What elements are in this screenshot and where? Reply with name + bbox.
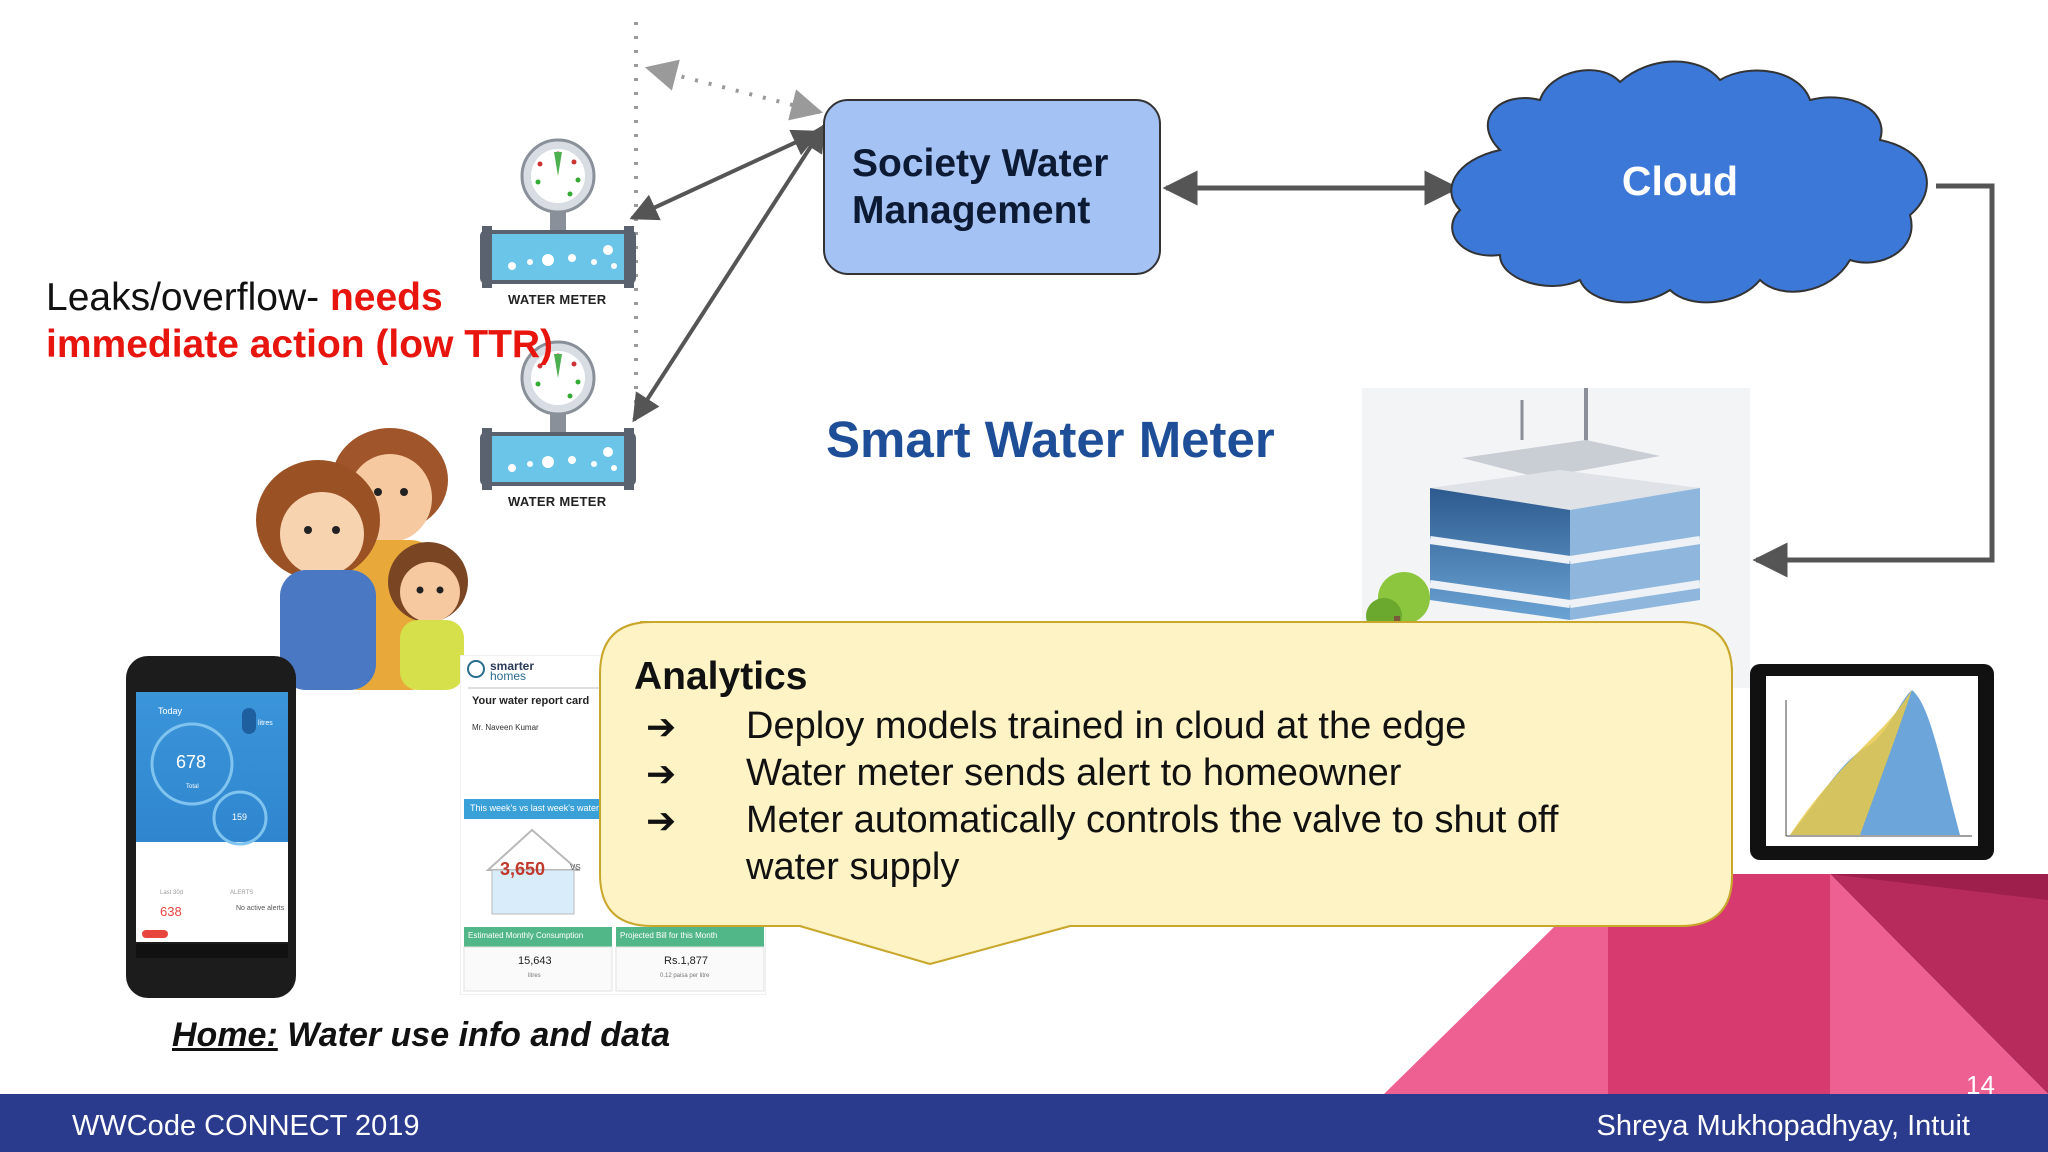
society-box: [823, 99, 1161, 275]
home-caption-text: Water use info and data: [277, 1016, 671, 1054]
slide-title: Smart Water Meter: [826, 411, 1275, 468]
footer-right: Shreya Mukhopadhyay, Intuit: [1596, 1110, 1970, 1142]
cloud-shape: [1450, 60, 1928, 304]
arrow-icon: ➔: [646, 753, 677, 794]
phone-last-value: 638: [160, 904, 182, 919]
report-brand-2: homes: [490, 669, 527, 683]
report-heading: Your water report card: [472, 695, 590, 707]
leak-prefix: Leaks/overflow-: [46, 276, 330, 319]
home-caption: Home: Water use info and data: [172, 1016, 670, 1055]
phone-big-unit: Total: [186, 784, 199, 790]
report-monthly-unit: litres: [528, 973, 541, 979]
phone-last-label: Last 30d: [160, 890, 184, 896]
report-brand-1: smarter: [490, 659, 535, 673]
dotted-arrow: [644, 59, 824, 121]
report-bill-unit: 0.12 paisa per litre: [660, 973, 710, 979]
report-monthly-label: Estimated Monthly Consumption: [468, 931, 584, 940]
footer-left: WWCode CONNECT 2019: [72, 1110, 420, 1142]
callout-item-text: Water meter sends alert to homeowner: [746, 752, 1402, 794]
arrow-icon: ➔: [646, 800, 677, 841]
water-meter-1-icon: [480, 138, 636, 288]
callout-text: Analytics ➔ Deploy models trained in clo…: [634, 655, 1714, 891]
report-compare-title: This week's vs last week's water: [470, 803, 599, 813]
water-meter-2-icon: [480, 340, 636, 490]
meter-label-1: WATER METER: [508, 292, 607, 307]
meter-label-2: WATER METER: [508, 494, 607, 509]
arrow-icon: ➔: [646, 706, 677, 747]
leak-highlight: needs immediate action (low TTR): [46, 276, 554, 366]
society-label: Society Water Management: [852, 140, 1152, 234]
phone-alerts-text: No active alerts: [236, 905, 285, 912]
report-week-value: 3,650: [500, 859, 546, 879]
society-label-line1: Society Water: [852, 142, 1109, 185]
report-bill-label: Projected Bill for this Month: [620, 931, 718, 940]
phone-alerts-label: ALERTS: [230, 890, 254, 896]
callout-item-text: Deploy models trained in cloud at the ed…: [746, 705, 1467, 747]
family-illustration: [236, 424, 498, 694]
callout-title: Analytics: [634, 655, 808, 698]
phone-small-value: 159: [232, 812, 248, 822]
report-vs: VS: [570, 863, 581, 872]
phone-big-value: 678: [176, 752, 207, 772]
meter2-arrow: [632, 123, 826, 423]
society-label-line2: Management: [852, 189, 1091, 232]
phone-illustration: [126, 656, 296, 998]
callout-item-text: Meter automatically controls the valve t…: [746, 799, 1559, 888]
callout-item: ➔ Deploy models trained in cloud at the …: [634, 703, 1714, 750]
callout-item: ➔ Water meter sends alert to homeowner: [634, 750, 1714, 797]
footer-bar: [0, 1094, 2048, 1152]
leak-note: Leaks/overflow- needs immediate action (…: [46, 274, 606, 368]
phone-toggle-label: litres: [258, 720, 273, 727]
decor-triangles: [1384, 874, 2048, 1094]
callout-item: ➔ Meter automatically controls the valve…: [634, 797, 1714, 891]
report-monthly-value: 15,643: [518, 955, 552, 967]
home-caption-label: Home:: [172, 1016, 278, 1054]
cloud-building-arrow: [1752, 183, 1995, 578]
report-bill-value: Rs.1,877: [664, 955, 709, 967]
tablet-illustration: [1750, 664, 1994, 860]
report-name: Mr. Naveen Kumar: [472, 723, 539, 732]
cloud-label: Cloud: [1621, 158, 1739, 204]
phone-tab: Today: [158, 706, 183, 716]
